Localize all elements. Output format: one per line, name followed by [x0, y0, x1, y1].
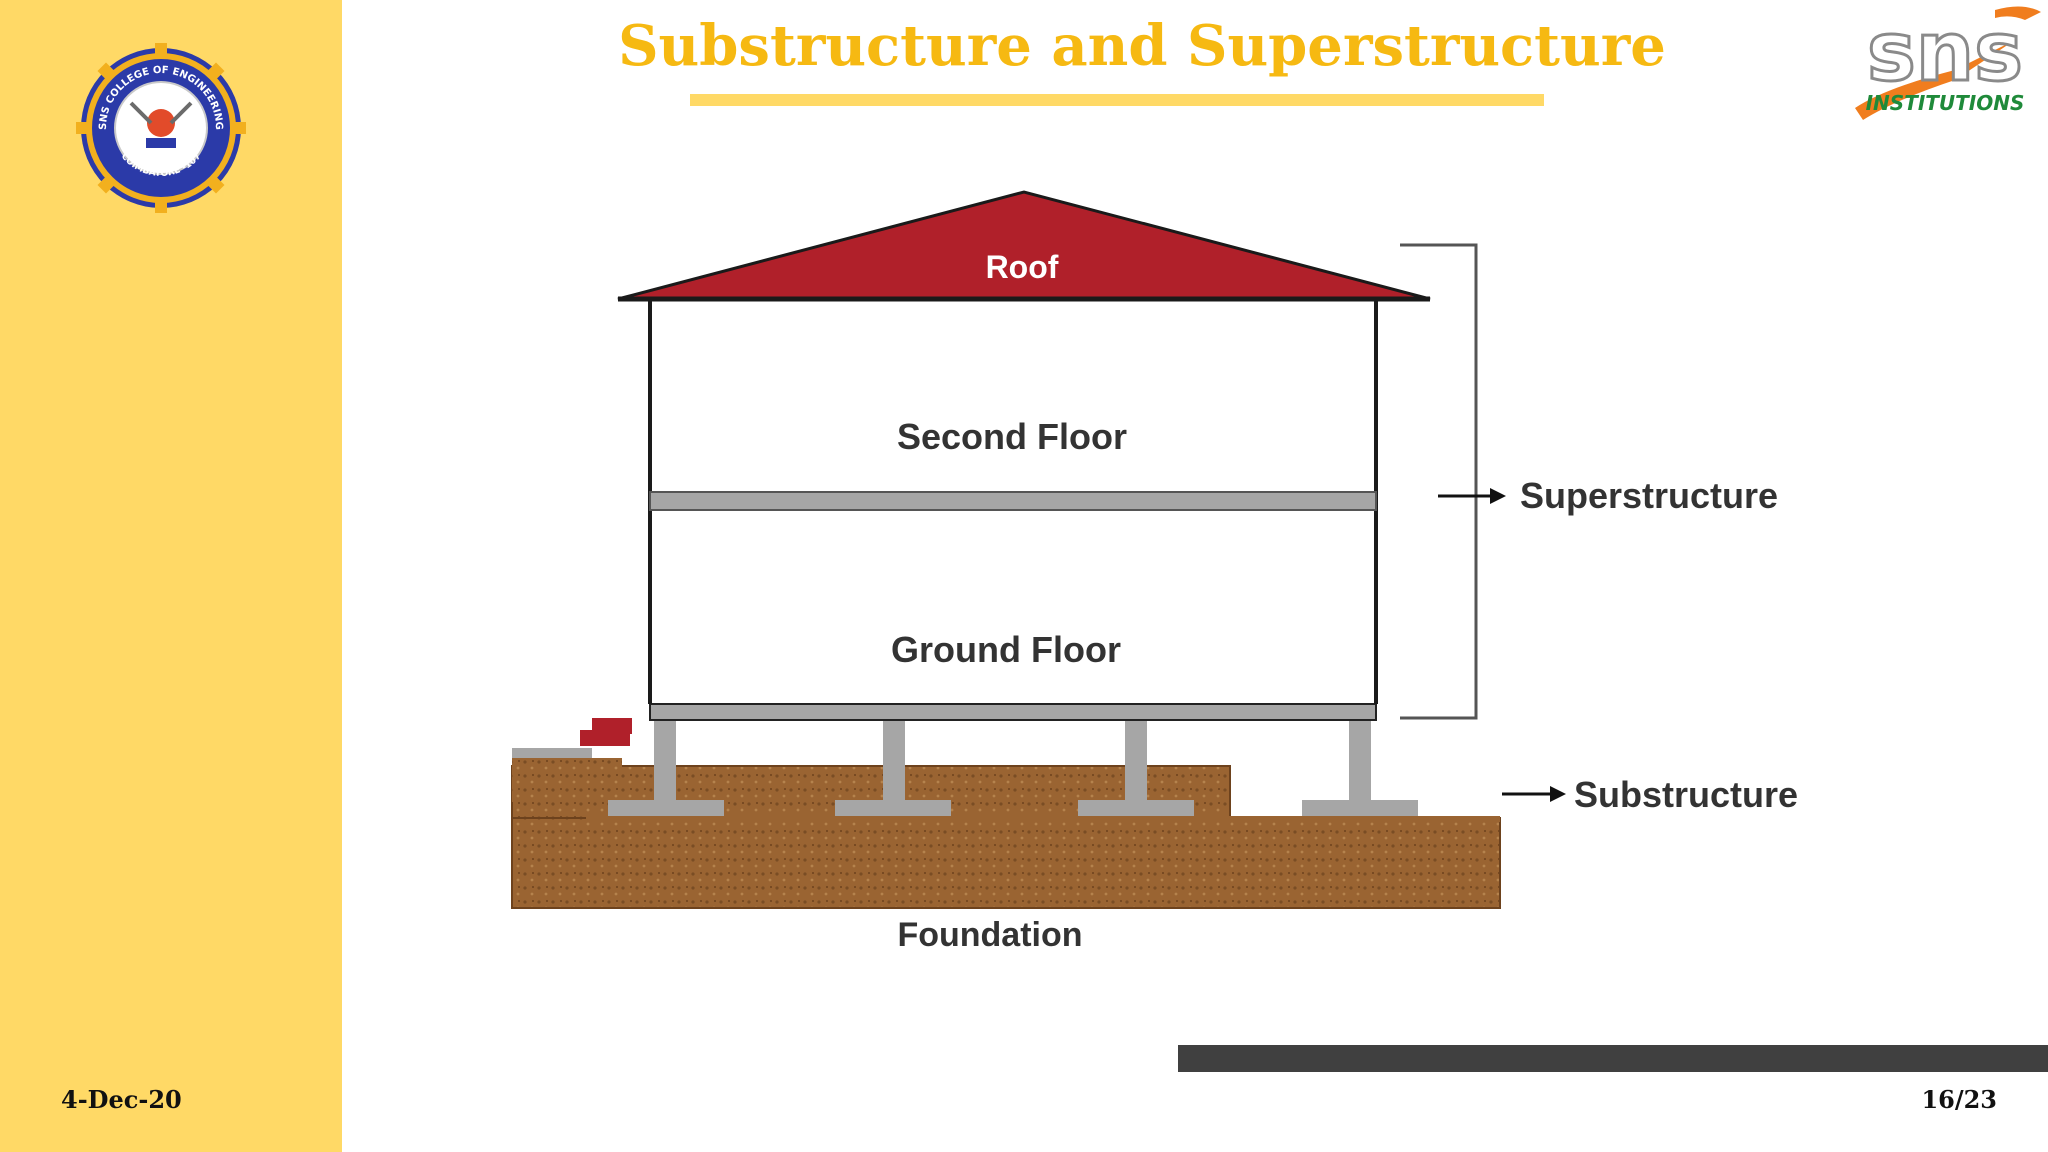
college-logo: SNS COLLEGE OF ENGINEERING COIMBATORE -1…: [76, 43, 246, 213]
footing: [1302, 800, 1418, 818]
second-floor-label: Second Floor: [897, 416, 1127, 457]
column: [1125, 720, 1147, 800]
slide-date: 4-Dec-20: [61, 1085, 182, 1114]
ground-floor-slab: [649, 703, 1377, 721]
sns-logo-text: sns: [1867, 5, 2023, 100]
page-number: 16/23: [1921, 1085, 1997, 1114]
structure-diagram: Roof Second Floor Ground Floor Foundatio…: [511, 190, 1798, 954]
slide-title: Substructure and Superstructure: [618, 13, 1666, 79]
foundation-soil-top: [586, 816, 1500, 822]
intermediate-floor-slab: [649, 491, 1377, 511]
column: [883, 720, 905, 800]
roof-label: Roof: [986, 249, 1059, 285]
superstructure-bracket: [1400, 243, 1478, 720]
superstructure-label: Superstructure: [1520, 475, 1778, 516]
sns-logo: sns INSTITUTIONS: [1855, 4, 2041, 120]
substructure-arrow-icon: [1502, 786, 1566, 802]
column: [654, 720, 676, 800]
sidebar: SNS COLLEGE OF ENGINEERING COIMBATORE -1…: [0, 0, 342, 1152]
column: [1349, 720, 1371, 800]
sns-logo-subtext: INSTITUTIONS: [1866, 91, 2025, 115]
superstructure-arrow-icon: [1438, 488, 1506, 504]
ground-slab-left: [512, 748, 592, 758]
substructure-label: Substructure: [1574, 774, 1798, 815]
foundation-label: Foundation: [897, 916, 1082, 954]
foundation-soil-main: [511, 817, 1501, 909]
footer-bar: [1178, 1045, 2048, 1072]
footing: [1078, 800, 1194, 818]
footing: [608, 800, 724, 818]
entry-step: [580, 730, 630, 746]
ground-floor-label: Ground Floor: [891, 629, 1121, 670]
footing: [835, 800, 951, 818]
emblem-icon: [129, 101, 193, 148]
soil-step: [512, 752, 582, 802]
title-underline: [690, 94, 1544, 106]
